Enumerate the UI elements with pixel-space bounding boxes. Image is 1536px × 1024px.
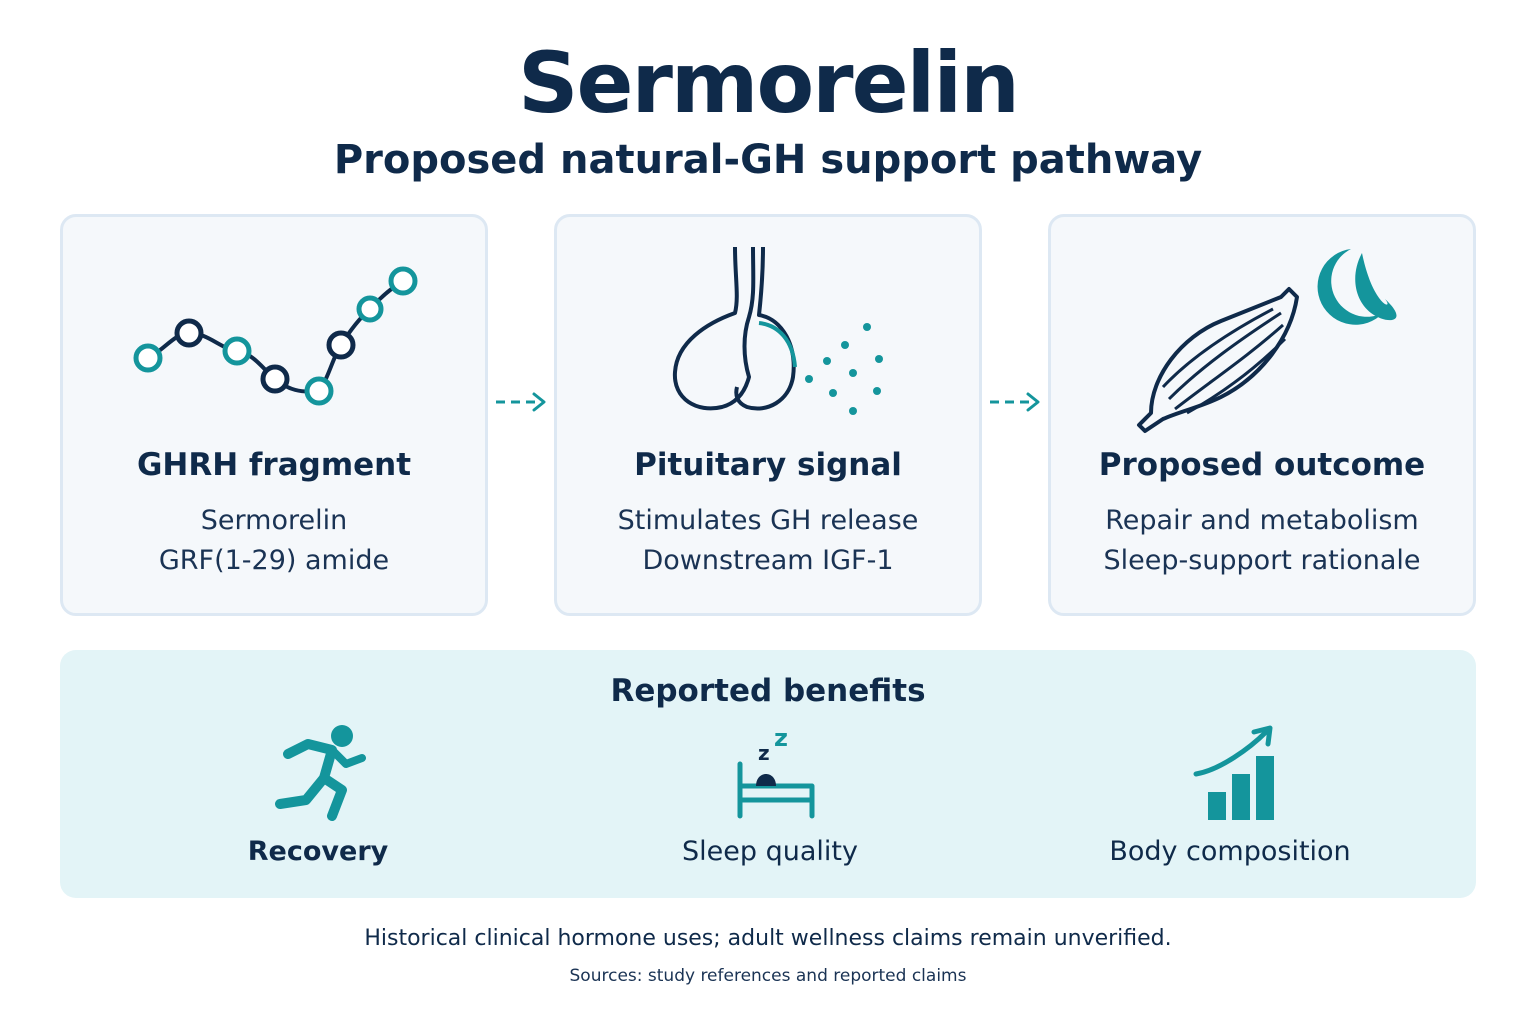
benefit-recovery: Recovery (168, 720, 468, 890)
benefit-label: Recovery (247, 836, 389, 867)
pathway-card-pituitary-signal: Pituitary signal Stimulates GH release D… (554, 214, 982, 616)
benefit-label: Body composition (1109, 836, 1351, 867)
svg-text:z: z (774, 724, 788, 752)
page-subtitle: Proposed natural-GH support pathway (333, 137, 1203, 183)
benefits-panel: Reported benefits Recovery z z Sleep qua… (60, 650, 1476, 898)
pathway-card-title: Proposed outcome (1098, 447, 1426, 483)
benefit-sleep-quality: z z Sleep quality (620, 720, 920, 890)
dashed-arrow-right-icon (496, 392, 546, 412)
rising-bar-chart-icon (1193, 725, 1274, 820)
runner-icon (275, 725, 366, 821)
sources-text: Sources: study references and reported c… (569, 966, 967, 986)
dashed-arrow-right-icon (990, 392, 1040, 412)
pituitary-gland-icon (672, 246, 883, 415)
pathway-card-ghrh-fragment: GHRH fragment Sermorelin GRF(1-29) amide (60, 214, 488, 616)
disclaimer-text: Historical clinical hormone uses; adult … (364, 926, 1172, 951)
pathway-card-title: Pituitary signal (634, 447, 902, 483)
benefit-label: Sleep quality (682, 836, 858, 867)
peptide-chain-icon (133, 266, 418, 406)
pathway-card-line: Downstream IGF-1 (642, 545, 894, 576)
muscle-moon-icon (1137, 249, 1397, 433)
pathway-card-line: Sleep-support rationale (1103, 545, 1421, 576)
pathway-card-line: Repair and metabolism (1105, 505, 1419, 536)
pathway-card-line: GRF(1-29) amide (158, 545, 390, 576)
benefits-title: Reported benefits (610, 673, 926, 709)
sleeping-bed-icon: z z (737, 724, 815, 819)
pathway-card-line: Sermorelin (200, 505, 348, 536)
page-title: Sermorelin (518, 34, 1020, 132)
pathway-card-title: GHRH fragment (136, 447, 412, 483)
pathway-card-line: Stimulates GH release (617, 505, 919, 536)
pathway-card-proposed-outcome: Proposed outcome Repair and metabolism S… (1048, 214, 1476, 616)
benefit-body-composition: Body composition (1080, 720, 1380, 890)
svg-text:z: z (758, 741, 770, 765)
